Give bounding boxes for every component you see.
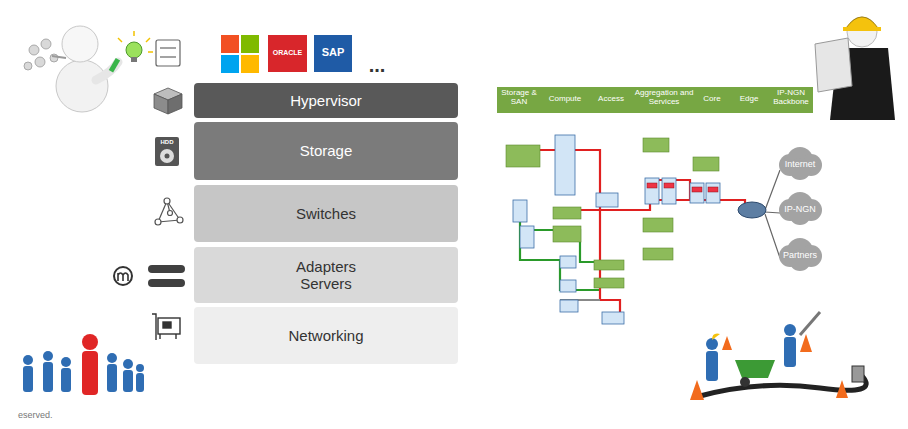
column-header: Access [591,95,631,104]
network-cloud: IP-NGN [776,192,824,226]
thinker-figure [24,26,153,112]
network-diagram [497,87,813,325]
cube-icon [154,88,182,114]
brand-icon [114,267,132,285]
microsoft-logo [221,35,259,73]
icon-text: HDD [155,139,179,146]
business-team-figure [23,334,144,395]
workers-figure [690,312,866,400]
layer-band: Adapters Servers [194,247,458,303]
node-text: Partners [783,250,817,260]
network-cloud: Internet [776,147,824,181]
node-text: Networking [288,327,363,344]
node-text: Storage [300,142,353,159]
server-icon [156,40,180,66]
network-icon [155,198,183,225]
logo-text: SAP [314,46,352,58]
layer-band: Networking [194,307,458,364]
node-text: Hypervisor [290,92,362,109]
node-text: Switches [296,205,356,222]
node-text: Internet [785,159,816,169]
column-header: Compute [543,95,587,104]
column-header: Core [697,95,727,104]
network-cloud: Partners [776,238,824,272]
ellipsis: ... [360,54,394,76]
watermark: eserved. [18,410,98,420]
engineer-figure [815,17,895,120]
layer-band: Storage [194,122,458,180]
node-text: IP-NGN [784,204,816,214]
adapter-icon [148,265,185,287]
layer-band: Switches [194,185,458,242]
column-header: Storage & SAN [499,89,539,107]
hdd-icon [155,137,179,166]
node-text: Adapters Servers [281,258,371,293]
layer-band: Hypervisor [194,83,458,118]
logo-text: ORACLE [268,49,307,57]
column-header: Aggregation and Services [634,89,694,107]
column-header: Edge [734,95,764,104]
column-header: IP-NGN Backbone [770,89,812,107]
sap-logo [314,35,352,72]
network-card-icon [152,314,180,340]
oracle-logo [268,35,307,72]
